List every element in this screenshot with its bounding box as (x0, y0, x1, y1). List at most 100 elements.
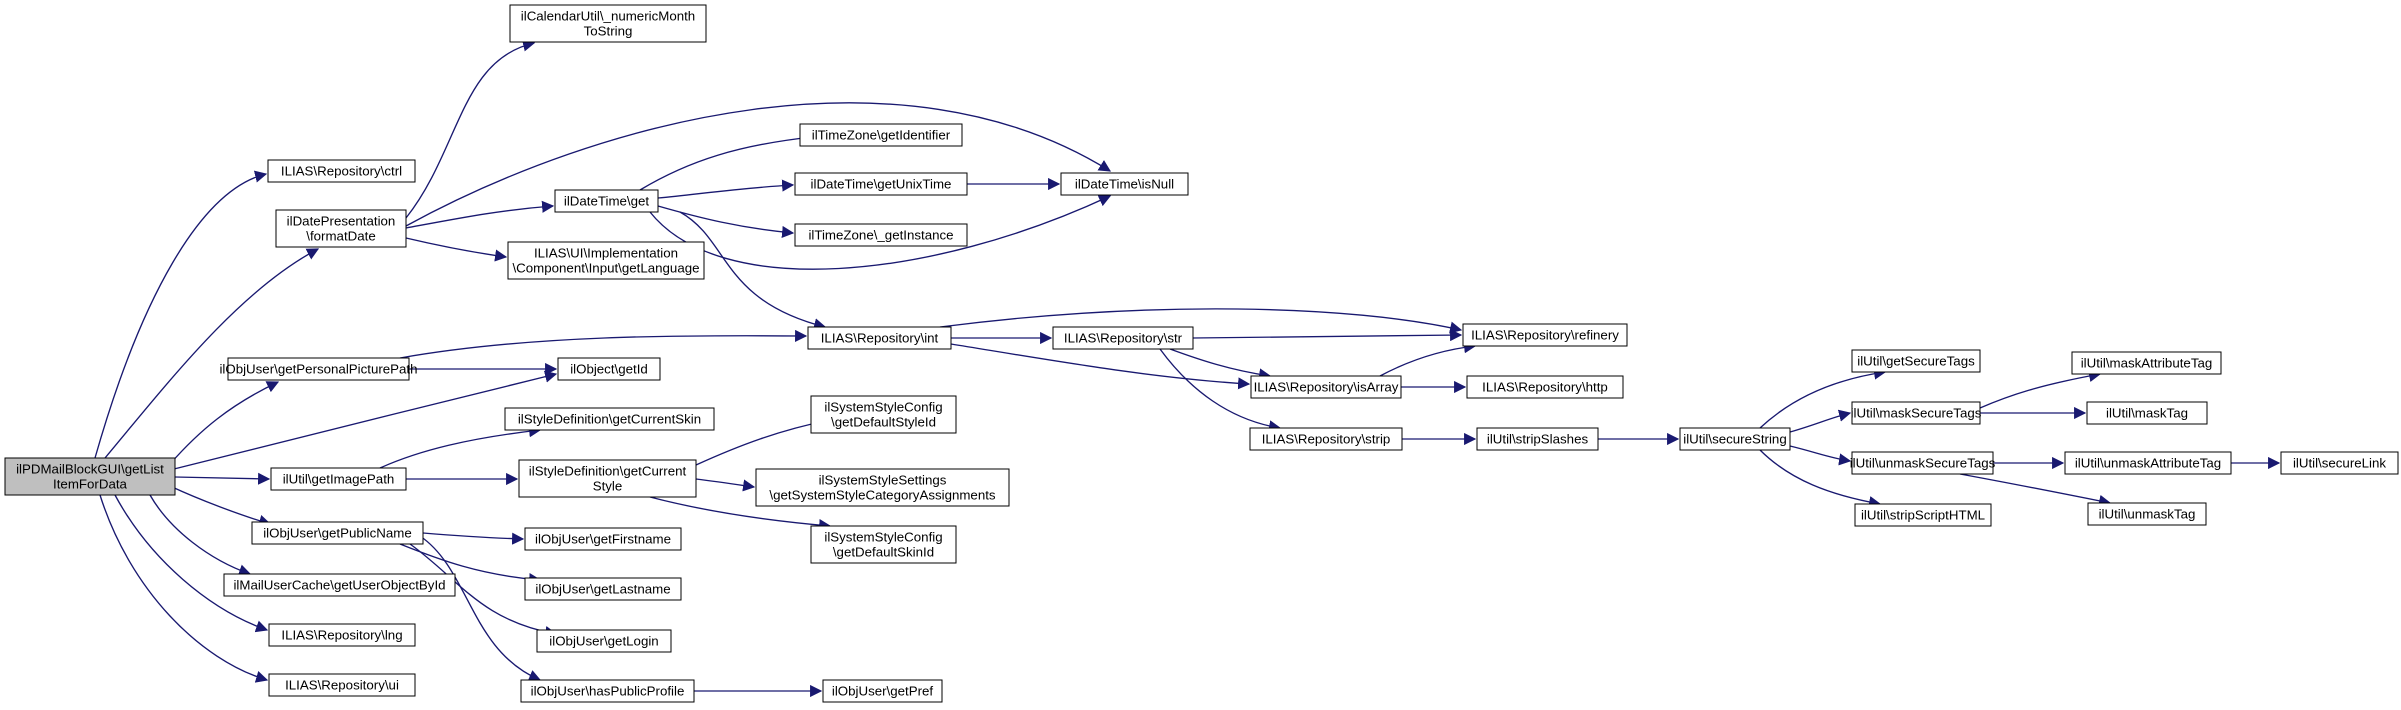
node-strip[interactable]: ILIAS\Repository\strip (1249, 427, 1403, 451)
node-getpref[interactable]: ilObjUser\getPref (822, 679, 943, 703)
node-label: ILIAS\Repository\refinery (1471, 328, 1619, 343)
node-repint[interactable]: ILIAS\Repository\int (807, 326, 952, 350)
node-stripslashes[interactable]: ilUtil\stripSlashes (1476, 427, 1599, 451)
node-cacheuser[interactable]: ilMailUserCache\getUserObjectById (223, 573, 456, 597)
node-label: ILIAS\Repository\int (821, 331, 939, 346)
node-publicname[interactable]: ilObjUser\getPublicName (251, 521, 424, 545)
node-label: ilObjUser\getPref (832, 684, 934, 699)
node-getsecuretags[interactable]: ilUtil\getSecureTags (1851, 349, 1981, 373)
node-masktag[interactable]: ilUtil\maskTag (2086, 401, 2208, 425)
node-unixtime[interactable]: ilDateTime\getUnixTime (794, 172, 968, 196)
node-dtget[interactable]: ilDateTime\get (554, 189, 659, 213)
node-label: ilObjUser\getLastname (535, 582, 670, 597)
node-imagepath[interactable]: ilUtil\getImagePath (270, 467, 407, 491)
edge-repint-to-isarray (950, 343, 1251, 390)
node-box (524, 527, 682, 551)
edge-dtget-to-tzinst (657, 205, 795, 239)
node-maskattr[interactable]: ilUtil\maskAttributeTag (2071, 351, 2222, 375)
node-label: ILIAS\Repository\ctrl (281, 164, 402, 179)
node-isarray[interactable]: ILIAS\Repository\isArray (1250, 375, 1402, 399)
node-label: ilTimeZone\getIdentifier (812, 128, 951, 143)
node-box (507, 241, 705, 280)
node-defstyleid[interactable]: ilSystemStyleConfig\getDefaultStyleId (810, 395, 957, 434)
node-lng[interactable]: ILIAS\Repository\lng (268, 623, 416, 647)
node-label: ilCalendarUtil\_numericMonth (521, 9, 695, 24)
node-box (509, 4, 707, 43)
node-label: ilDateTime\getUnixTime (811, 177, 952, 192)
node-unmasktag[interactable]: ilUtil\unmaskTag (2087, 502, 2207, 526)
edge-publicname-to-firstname (422, 532, 525, 545)
node-unmaskattr[interactable]: ilUtil\unmaskAttributeTag (2064, 451, 2232, 475)
edge-currentstyle-to-defskinid (649, 496, 832, 532)
node-box (536, 629, 672, 653)
node-label: ilSystemStyleConfig (824, 400, 942, 415)
node-label: ilUtil\stripSlashes (1487, 432, 1589, 447)
edge-datepres-to-lang (405, 237, 508, 262)
node-login[interactable]: ilObjUser\getLogin (536, 629, 672, 653)
node-unmasksecuretags[interactable]: ilUtil\unmaskSecureTags (1850, 451, 1996, 475)
node-lang[interactable]: ILIAS\UI\Implementation\Component\Input\… (507, 241, 705, 280)
node-box (1462, 323, 1628, 347)
edge-currentstyle-to-syscat (695, 478, 756, 492)
node-label: ilObjUser\getFirstname (535, 532, 671, 547)
node-tzid[interactable]: ilTimeZone\getIdentifier (799, 123, 963, 147)
node-label: ilUtil\getImagePath (283, 472, 395, 487)
edge-root-to-publicname (169, 485, 272, 527)
node-box (810, 525, 957, 564)
node-currentskin[interactable]: ilStyleDefinition\getCurrentSkin (504, 407, 715, 431)
node-label: ilObjUser\getLogin (549, 634, 658, 649)
node-tzinst[interactable]: ilTimeZone\_getInstance (794, 223, 968, 247)
node-label: ilSystemStyleSettings (819, 473, 947, 488)
node-label: ilStyleDefinition\getCurrentSkin (518, 412, 701, 427)
node-box (794, 223, 968, 247)
node-label: ilObjUser\getPersonalPicturePath (219, 362, 417, 377)
node-isnull[interactable]: ilDateTime\isNull (1060, 172, 1189, 196)
node-box (1854, 503, 1992, 527)
node-label: ILIAS\Repository\http (1482, 380, 1608, 395)
node-ui[interactable]: ILIAS\Repository\ui (268, 673, 416, 697)
node-defskinid[interactable]: ilSystemStyleConfig\getDefaultSkinId (810, 525, 957, 564)
node-box (807, 326, 952, 350)
node-label: ilUtil\unmaskSecureTags (1850, 456, 1996, 471)
node-label: ILIAS\UI\Implementation (534, 246, 678, 261)
node-label: ilPDMailBlockGUI\getList (16, 462, 164, 477)
node-firstname[interactable]: ilObjUser\getFirstname (524, 527, 682, 551)
node-label: \getSystemStyleCategoryAssignments (769, 488, 995, 503)
edge-isarray-to-refinery (1379, 341, 1477, 377)
edge-securestring-to-getsecuretags (1759, 367, 1887, 429)
node-picpath[interactable]: ilObjUser\getPersonalPicturePath (219, 357, 418, 381)
node-label: ilDateTime\isNull (1075, 177, 1174, 192)
node-label: ILIAS\Repository\lng (281, 628, 402, 643)
node-label: ILIAS\Repository\strip (1262, 432, 1391, 447)
node-lastname[interactable]: ilObjUser\getLastname (524, 577, 682, 601)
node-box (267, 159, 416, 183)
node-repstr[interactable]: ILIAS\Repository\str (1052, 326, 1194, 350)
node-securestring[interactable]: ilUtil\secureString (1679, 427, 1791, 451)
node-masksecuretags[interactable]: ilUtil\maskSecureTags (1851, 401, 1982, 425)
edge-unmasksecuretags-to-unmasktag (1959, 473, 2112, 507)
node-getid[interactable]: ilObject\getId (557, 357, 661, 381)
edge-datepres-to-dtget (405, 200, 555, 229)
node-datepres[interactable]: ilDatePresentation\formatDate (275, 209, 407, 248)
node-http[interactable]: ILIAS\Repository\http (1466, 375, 1624, 399)
node-haspublic[interactable]: ilObjUser\hasPublicProfile (520, 679, 695, 703)
node-ctrl[interactable]: ILIAS\Repository\ctrl (267, 159, 416, 183)
node-box (822, 679, 943, 703)
edge-dtget-to-tzid (639, 132, 814, 191)
node-securelink[interactable]: ilUtil\secureLink (2280, 451, 2399, 475)
node-syscat[interactable]: ilSystemStyleSettings\getSystemStyleCate… (755, 468, 1010, 507)
node-box (1249, 427, 1403, 451)
node-box (268, 673, 416, 697)
edge-root-to-imagepath (174, 472, 271, 485)
node-box (504, 407, 715, 431)
node-stripscript[interactable]: ilUtil\stripScriptHTML (1854, 503, 1992, 527)
edge-securestring-to-unmasksecuretags (1789, 445, 1852, 466)
node-box (223, 573, 456, 597)
edge-publicname-to-haspublic (419, 535, 542, 682)
node-refinery[interactable]: ILIAS\Repository\refinery (1462, 323, 1628, 347)
edge-securestring-to-masksecuretags (1789, 409, 1852, 433)
